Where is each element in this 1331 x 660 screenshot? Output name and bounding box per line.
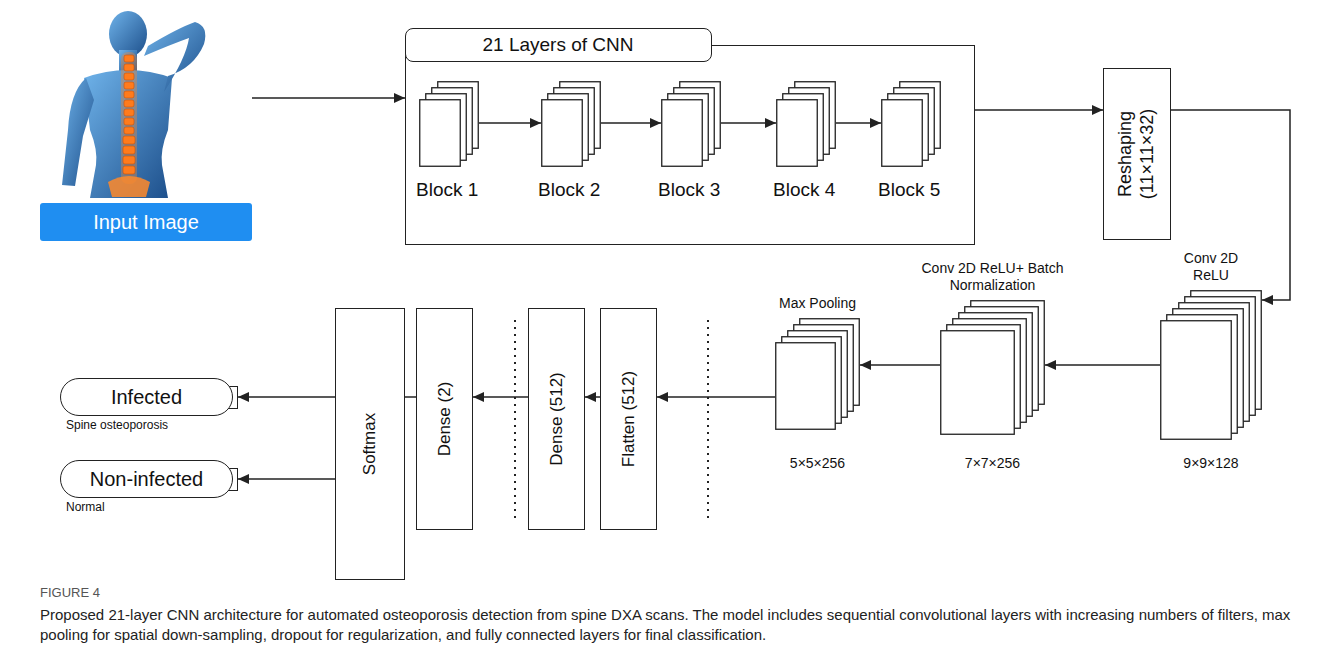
dimension-label: 9×9×128	[1183, 455, 1238, 472]
flow-arrow	[405, 396, 416, 398]
feature-map	[941, 331, 1015, 435]
feature-map	[776, 343, 836, 430]
flow-arrow	[479, 122, 541, 124]
block-node: Block 1	[419, 81, 479, 167]
dimension-label: 7×7×256	[965, 455, 1020, 472]
pill-node: Non-infectedNormal	[60, 460, 238, 498]
flow-arrow	[975, 109, 1103, 111]
layer-label: Flatten (512)	[618, 318, 638, 520]
flow-arrow	[721, 122, 776, 124]
layer-stack-icon	[661, 81, 721, 167]
flow-arrow	[601, 122, 661, 124]
group-node: 21 Layers of CNNBlock 1Block 2Block 3Blo…	[405, 45, 975, 245]
layer-stack-icon	[541, 81, 601, 167]
feature-map	[1161, 321, 1232, 440]
output-class: Non-infected	[60, 460, 233, 498]
flow-arrow	[252, 97, 405, 99]
layer-label: Dense (512)	[546, 318, 566, 520]
rot-node: Flatten (512)	[600, 308, 657, 530]
flow-arrow	[836, 122, 881, 124]
flow-arrow	[1171, 110, 1290, 300]
flow-arrow	[1045, 364, 1160, 366]
rot-node: Reshaping (11×11×32)	[1103, 68, 1171, 240]
layer-label: Dense (2)	[434, 318, 454, 520]
block-label: Block 3	[658, 179, 718, 202]
input-label: Input Image	[40, 203, 252, 241]
layer-stack-icon	[775, 318, 860, 430]
stack-node: Conv 2D ReLU+ Batch Normalization7×7×256	[940, 300, 1045, 435]
layer-label: Conv 2D ReLU+ Batch Normalization	[903, 260, 1083, 294]
stack-node: Conv 2D ReLU9×9×128	[1160, 290, 1262, 440]
layer-label: Max Pooling	[779, 295, 856, 312]
rot-node: Dense (512)	[528, 308, 585, 530]
flow-arrow	[657, 396, 775, 398]
figure-number: FIGURE 4	[40, 585, 100, 601]
output-class: Infected	[60, 378, 233, 416]
flow-arrow	[860, 364, 940, 366]
layer-label: Softmax	[360, 318, 380, 570]
layer-stack-icon	[881, 81, 941, 167]
block-label: Block 1	[416, 179, 476, 202]
feature-map	[882, 100, 923, 167]
layer-label: Conv 2D ReLU	[1171, 250, 1251, 284]
group-title-tab: 21 Layers of CNN	[405, 28, 712, 62]
block-label: Block 5	[878, 179, 938, 202]
feature-map	[662, 100, 703, 167]
pill-node: InfectedSpine osteoporosis	[60, 378, 238, 416]
block-node: Block 5	[881, 81, 941, 167]
output-note: Spine osteoporosis	[66, 418, 168, 432]
input-node: Input Image	[40, 5, 252, 241]
output-note: Normal	[66, 500, 105, 514]
layer-stack-icon	[940, 300, 1045, 435]
dimension-label: 5×5×256	[790, 455, 845, 472]
rot-node: Dense (2)	[416, 308, 473, 530]
layer-label: Reshaping (11×11×32)	[1115, 78, 1158, 230]
feature-map	[542, 100, 583, 167]
block-node: Block 4	[776, 81, 836, 167]
human-figure	[62, 11, 205, 198]
feature-map	[420, 100, 461, 167]
layer-stack-icon	[776, 81, 836, 167]
figure-caption: Proposed 21-layer CNN architecture for a…	[40, 605, 1295, 645]
block-label: Block 2	[538, 179, 598, 202]
block-node: Block 3	[661, 81, 721, 167]
flow-arrow	[238, 478, 335, 480]
layer-stack-icon	[419, 81, 479, 167]
layer-stack-icon	[1160, 290, 1262, 440]
flow-arrow	[473, 396, 528, 398]
rot-node: Softmax	[335, 308, 405, 580]
block-label: Block 4	[773, 179, 833, 202]
feature-map	[777, 100, 818, 167]
flow-arrow	[585, 396, 600, 398]
flow-arrow	[238, 396, 335, 398]
stack-node: Max Pooling5×5×256	[775, 318, 860, 430]
block-node: Block 2	[541, 81, 601, 167]
